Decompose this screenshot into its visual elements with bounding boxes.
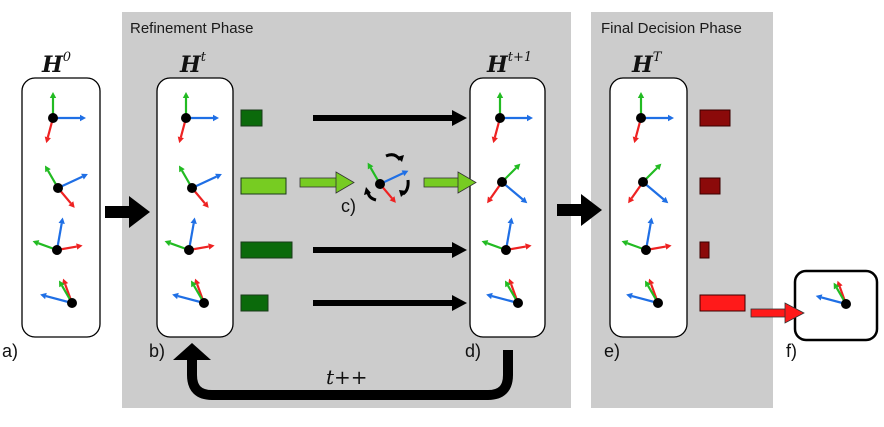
final-decision-phase-title: Final Decision Phase <box>601 20 742 37</box>
pose-origin <box>53 183 63 193</box>
pose-frame-icon <box>179 165 222 208</box>
pose-origin <box>187 183 197 193</box>
step-label-a: a) <box>2 341 18 361</box>
pose-origin <box>375 179 385 189</box>
pose-origin <box>841 299 851 309</box>
score-bars-refinement <box>240 109 293 312</box>
pose-origin <box>67 298 77 308</box>
pose-list-h0 <box>32 92 88 308</box>
hypothesis-set-hT: HT e) <box>604 50 688 361</box>
pose-origin <box>199 298 209 308</box>
step-label-d: d) <box>465 341 481 361</box>
score-bar <box>699 109 731 127</box>
pose-frame-icon <box>367 162 409 203</box>
step-label-c: c) <box>341 196 356 216</box>
score-bar <box>240 177 287 195</box>
row-arrows <box>313 110 467 311</box>
arrow-ht1-to-hT <box>557 194 602 226</box>
hypothesis-box-hT <box>609 77 688 338</box>
result-box <box>793 269 879 342</box>
pose-frame-icon <box>491 92 533 144</box>
score-bar <box>240 109 263 127</box>
pose-origin <box>636 113 646 123</box>
pose-frame-icon <box>45 165 88 208</box>
hypothesis-box-ht1 <box>469 77 546 338</box>
pose-origin <box>495 113 505 123</box>
pose-frame-icon <box>628 163 669 204</box>
pose-frame-icon <box>40 278 77 308</box>
arrow-h0-to-ht <box>105 196 150 228</box>
pose-origin <box>181 113 191 123</box>
pose-frame-icon <box>486 278 523 308</box>
pose-origin <box>638 177 648 187</box>
selected-hypothesis: f) <box>786 269 879 361</box>
hypothesis-box-h0 <box>21 77 101 338</box>
arrow-to-refine <box>299 171 355 194</box>
pose-frame-icon <box>32 217 83 255</box>
pose-origin <box>497 177 507 187</box>
pose-frame-icon <box>487 163 528 204</box>
pose-frame-icon <box>177 92 219 144</box>
pose-list-hT <box>621 92 674 308</box>
row-arrow <box>313 295 467 311</box>
score-bar <box>240 294 269 312</box>
pose-origin <box>184 245 194 255</box>
row-arrow <box>313 110 467 126</box>
step-label-f: f) <box>786 341 797 361</box>
box-title-h0: H0 <box>41 50 71 78</box>
box-title-ht1: Ht+1 <box>486 50 532 78</box>
refine-step: c) <box>299 153 477 216</box>
pose-origin <box>641 245 651 255</box>
pose-being-refined <box>367 162 409 203</box>
arrow-from-refine <box>423 171 477 194</box>
pose-origin <box>653 298 663 308</box>
pose-frame-icon <box>44 92 86 144</box>
pose-frame-icon <box>481 217 532 255</box>
loop-label: t++ <box>326 365 368 389</box>
loop-arrow-t-increment <box>173 343 513 400</box>
rotation-arrows-icon <box>364 153 410 202</box>
pose-origin <box>513 298 523 308</box>
hypothesis-box-ht <box>156 77 234 338</box>
row-arrow <box>313 242 467 258</box>
score-bar <box>240 241 293 259</box>
hypothesis-set-ht: Ht b) <box>149 50 234 361</box>
pose-frame-icon <box>632 92 674 144</box>
arrow-select-best <box>750 302 805 324</box>
score-bar <box>699 177 721 195</box>
box-title-hT: HT <box>631 50 663 78</box>
refinement-phase-title: Refinement Phase <box>130 20 253 37</box>
score-bar <box>699 241 710 259</box>
pose-frame-icon <box>164 217 215 255</box>
pose-list-ht1 <box>481 92 533 308</box>
pose-origin <box>48 113 58 123</box>
pose-list-ht <box>164 92 222 308</box>
hypothesis-set-h0: H0 a) <box>2 50 101 361</box>
pose-frame-icon <box>621 217 672 255</box>
score-bar <box>699 294 746 312</box>
pose-origin <box>52 245 62 255</box>
pose-frame-icon <box>172 278 209 308</box>
step-label-b: b) <box>149 341 165 361</box>
pose-frame-icon <box>815 280 851 309</box>
step-label-e: e) <box>604 341 620 361</box>
score-bars-final <box>699 109 746 312</box>
hypothesis-set-ht1: Ht+1 d) <box>465 50 546 361</box>
pose-result <box>815 280 851 309</box>
pose-frame-icon <box>626 278 663 308</box>
pose-origin <box>501 245 511 255</box>
box-title-ht: Ht <box>179 50 207 78</box>
